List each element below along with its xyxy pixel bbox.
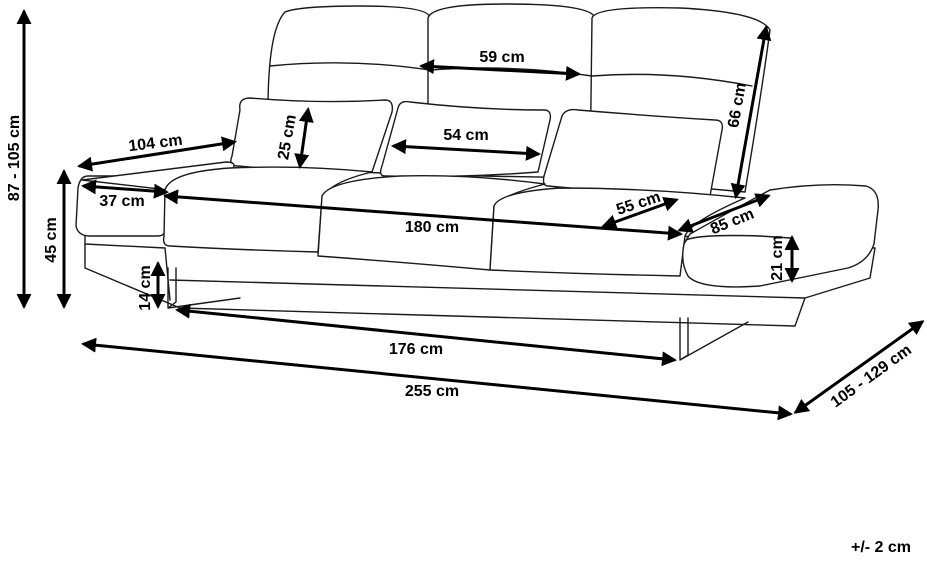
dim-back-cushion-width-line [419,59,581,81]
dim-pillow-width-line [391,139,541,161]
tolerance-note: +/- 2 cm [850,539,911,556]
sofa-drawing [75,3,879,361]
dim-pillow-height-line [294,107,314,169]
label-seat-width: 180 cm [405,219,459,236]
label-base-length: 176 cm [389,341,443,358]
dimension-lines [16,8,925,421]
label-armrest-length: 104 cm [127,132,183,155]
pillow-right [542,108,724,197]
label-leg-height: 14 cm [137,265,154,310]
label-armrest-height: 21 cm [769,235,786,280]
armrest-right-front [685,234,791,241]
dim-armrest-width-line [81,179,169,199]
label-pillow-width: 54 cm [443,127,488,144]
dim-armrest-length-line [77,136,237,172]
label-back-cushion-width: 59 cm [479,49,524,66]
label-total-depth: 105 - 129 cm [828,342,915,412]
dim-backrest-height-line [730,25,772,199]
label-armrest-width: 37 cm [99,193,144,210]
dim-total-depth-line [793,320,925,414]
leg-left [167,267,241,309]
dim-seat-width-line [163,189,683,241]
label-back-height: 87 - 105 cm [6,115,23,201]
dim-seat-depth-line [601,197,679,229]
label-total-width: 255 cm [405,383,459,400]
dim-side-depth-line [677,193,771,233]
dim-total-width-line [81,337,793,421]
label-seat-height: 45 cm [43,217,60,262]
pillow-left [230,97,394,173]
